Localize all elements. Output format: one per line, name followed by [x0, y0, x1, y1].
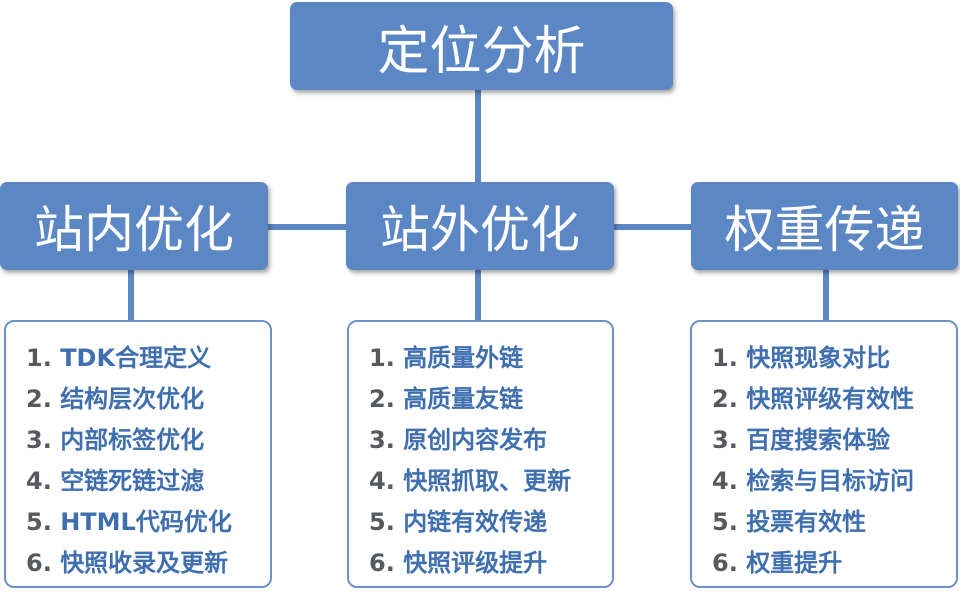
root-node: 定位分析	[290, 2, 673, 90]
item-text: HTML代码优化	[60, 508, 232, 536]
item-text: 高质量友链	[403, 385, 524, 413]
item-text: 内部标签优化	[60, 426, 205, 454]
branch-connector-right	[614, 224, 691, 230]
list-panel-offsite: 1. 高质量外链 2. 高质量友链 3. 原创内容发布 4. 快照抓取、更新 5…	[347, 320, 614, 588]
item-list: 1. 高质量外链 2. 高质量友链 3. 原创内容发布 4. 快照抓取、更新 5…	[349, 338, 612, 584]
list-item: 4. 空链死链过滤	[26, 461, 270, 502]
list-item: 4. 快照抓取、更新	[369, 461, 612, 502]
item-text: 快照评级提升	[403, 549, 548, 577]
item-number: 2.	[369, 385, 395, 413]
panel-connector-0	[128, 270, 134, 320]
item-number: 6.	[712, 549, 738, 577]
item-number: 3.	[26, 426, 52, 454]
list-panel-onsite: 1. TDK合理定义 2. 结构层次优化 3. 内部标签优化 4. 空链死链过滤…	[4, 320, 272, 588]
item-text: 结构层次优化	[60, 385, 205, 413]
item-number: 5.	[712, 508, 738, 536]
item-number: 2.	[712, 385, 738, 413]
list-item: 1. 快照现象对比	[712, 338, 956, 379]
item-number: 6.	[26, 549, 52, 577]
list-item: 6. 权重提升	[712, 543, 956, 584]
branch-connector-left	[268, 224, 346, 230]
list-item: 1. 高质量外链	[369, 338, 612, 379]
item-text: 空链死链过滤	[60, 467, 205, 495]
list-item: 2. 高质量友链	[369, 379, 612, 420]
list-item: 1. TDK合理定义	[26, 338, 270, 379]
item-text: 投票有效性	[746, 508, 867, 536]
panel-connector-2	[823, 270, 829, 320]
item-number: 5.	[26, 508, 52, 536]
item-text: 高质量外链	[403, 344, 524, 372]
item-number: 1.	[712, 344, 738, 372]
list-item: 6. 快照收录及更新	[26, 543, 270, 584]
list-item: 5. 投票有效性	[712, 502, 956, 543]
branch-title: 站外优化	[380, 201, 580, 259]
item-number: 6.	[369, 549, 395, 577]
item-number: 5.	[369, 508, 395, 536]
list-item: 5. HTML代码优化	[26, 502, 270, 543]
item-number: 4.	[369, 467, 395, 495]
item-number: 3.	[369, 426, 395, 454]
list-item: 4. 检索与目标访问	[712, 461, 956, 502]
item-text: 快照抓取、更新	[403, 467, 572, 495]
list-item: 5. 内链有效传递	[369, 502, 612, 543]
root-connector	[475, 90, 481, 182]
item-number: 1.	[369, 344, 395, 372]
item-text: 快照现象对比	[746, 344, 891, 372]
root-title: 定位分析	[377, 21, 586, 82]
item-number: 3.	[712, 426, 738, 454]
list-item: 2. 结构层次优化	[26, 379, 270, 420]
list-item: 3. 内部标签优化	[26, 420, 270, 461]
branch-node-onsite: 站内优化	[0, 182, 268, 270]
item-number: 1.	[26, 344, 52, 372]
item-text: 检索与目标访问	[746, 467, 915, 495]
item-text: 快照收录及更新	[60, 549, 229, 577]
list-item: 2. 快照评级有效性	[712, 379, 956, 420]
item-number: 4.	[26, 467, 52, 495]
branch-title: 权重传递	[724, 201, 925, 259]
item-text: TDK合理定义	[60, 344, 212, 372]
item-number: 2.	[26, 385, 52, 413]
list-item: 6. 快照评级提升	[369, 543, 612, 584]
branch-node-weight: 权重传递	[691, 182, 958, 270]
item-text: 内链有效传递	[403, 508, 548, 536]
item-text: 快照评级有效性	[746, 385, 915, 413]
branch-node-offsite: 站外优化	[346, 182, 614, 270]
list-item: 3. 百度搜索体验	[712, 420, 956, 461]
item-text: 百度搜索体验	[746, 426, 891, 454]
item-text: 权重提升	[746, 549, 843, 577]
branch-title: 站内优化	[34, 201, 234, 259]
item-number: 4.	[712, 467, 738, 495]
panel-connector-1	[475, 270, 481, 320]
list-panel-weight: 1. 快照现象对比 2. 快照评级有效性 3. 百度搜索体验 4. 检索与目标访…	[690, 320, 958, 588]
item-list: 1. TDK合理定义 2. 结构层次优化 3. 内部标签优化 4. 空链死链过滤…	[6, 338, 270, 584]
item-list: 1. 快照现象对比 2. 快照评级有效性 3. 百度搜索体验 4. 检索与目标访…	[692, 338, 956, 584]
list-item: 3. 原创内容发布	[369, 420, 612, 461]
item-text: 原创内容发布	[403, 426, 548, 454]
